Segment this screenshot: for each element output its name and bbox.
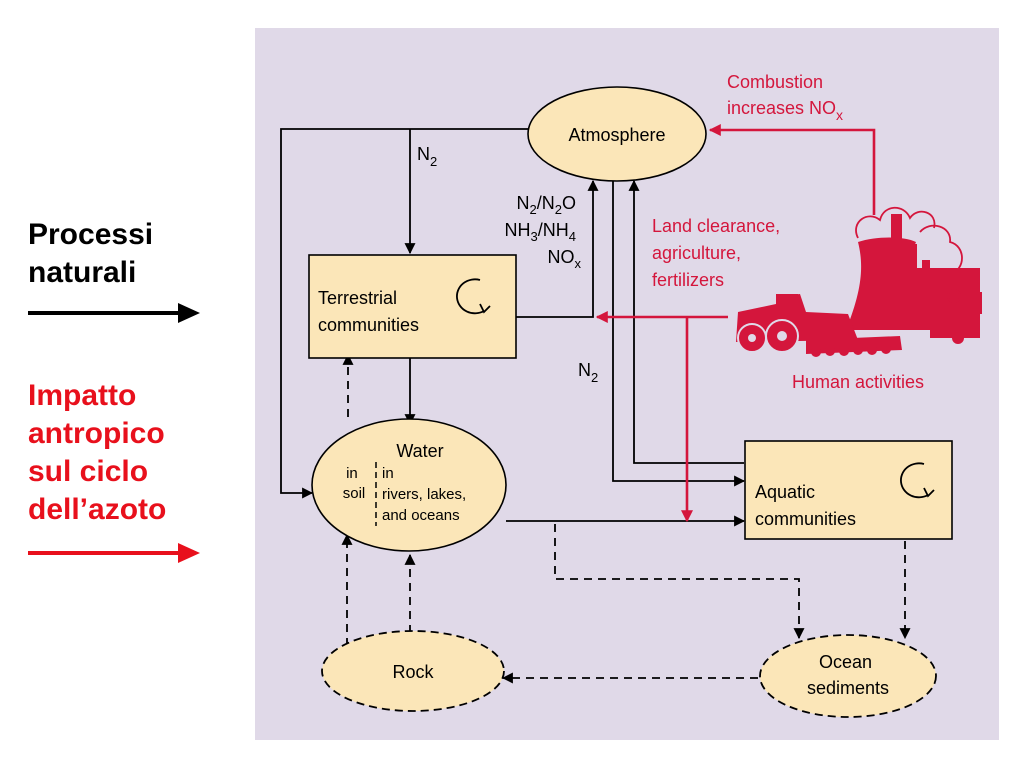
legend-human-arrow: [28, 543, 200, 563]
aquatic-communities-node: [744, 440, 953, 540]
factory-and-tractor-icon: [736, 206, 982, 357]
legend-human-line-2: antropico: [28, 417, 165, 450]
arrow-atmosphere-to-water: [280, 128, 528, 499]
rock-node: [321, 630, 505, 712]
ocean-label-line-2: sediments: [807, 678, 889, 698]
nitrogen-cycle-diagram: Atmosphere Terrestrial communities Water…: [255, 28, 999, 740]
aquatic-label-line-2: communities: [755, 509, 856, 529]
land-line-3: fertilizers: [652, 270, 724, 290]
water-rivers-label: in rivers, lakes, and oceans: [382, 465, 470, 524]
ocean-label-line-1: Ocean: [819, 652, 872, 672]
cycle-arrow-icon: [900, 462, 935, 499]
gases-line-2: NH3/NH4: [505, 220, 576, 244]
legend-human-label: Impatto antropico sul ciclo dell’azoto: [28, 377, 166, 529]
legend-human-line-4: dell’azoto: [28, 493, 167, 526]
combustion-line-1: Combustion: [727, 72, 823, 92]
gases-label: N2/N2O NH3/NH4 NOx: [505, 193, 582, 271]
terrestrial-label-line-1: Terrestrial: [318, 288, 397, 308]
atmosphere-node: [527, 86, 707, 182]
water-title: Water: [396, 441, 443, 461]
land-line-1: Land clearance,: [652, 216, 780, 236]
land-line-2: agriculture,: [652, 243, 741, 263]
combustion-label: Combustion increases NOx: [727, 72, 843, 123]
water-node: [311, 418, 507, 552]
water-rivers-line-2: rivers, lakes,: [382, 486, 466, 503]
n2-label-atmosphere: N2: [417, 144, 437, 169]
water-soil-line-2: soil: [343, 485, 366, 502]
arrow-water-to-sediments-dashed: [554, 524, 805, 640]
land-clearance-label: Land clearance, agriculture, fertilizers: [652, 216, 785, 290]
water-soil-label: in soil: [343, 465, 366, 502]
water-rivers-line-3: and oceans: [382, 507, 460, 524]
aquatic-label-line-1: Aquatic: [755, 482, 815, 502]
ocean-sediments-node: [759, 634, 937, 718]
combustion-line-2: increases NOx: [727, 98, 843, 123]
arrow-combustion-to-atmosphere: [708, 124, 876, 215]
terrestrial-label: Terrestrial communities: [318, 288, 419, 335]
water-rivers-line-1: in: [382, 465, 394, 482]
water-soil-line-1: in: [346, 465, 358, 482]
arrow-aquatic-to-atmosphere: [628, 179, 744, 464]
legend-natural-line-2: naturali: [28, 256, 137, 289]
atmosphere-label: Atmosphere: [568, 125, 665, 145]
aquatic-label: Aquatic communities: [755, 482, 856, 529]
n2-label-middle: N2: [578, 360, 598, 385]
legend-natural-arrow: [28, 303, 200, 323]
rock-label: Rock: [392, 662, 434, 682]
legend-natural-line-1: Processi: [28, 218, 154, 251]
legend-natural-label: Processi naturali: [28, 216, 153, 292]
legend-human-line-3: sul ciclo: [28, 455, 149, 488]
legend-human-line-1: Impatto: [28, 379, 137, 412]
gases-line-1: N2/N2O: [517, 193, 576, 217]
arrow-terrestrial-to-atmosphere: [516, 179, 599, 318]
terrestrial-label-line-2: communities: [318, 315, 419, 335]
ocean-sediments-label: Ocean sediments: [807, 652, 889, 698]
cycle-arrow-icon: [456, 278, 491, 315]
human-activities-label: Human activities: [792, 372, 924, 392]
gases-line-3: NOx: [548, 247, 582, 271]
arrow-atmosphere-to-aquatic: [612, 178, 746, 487]
